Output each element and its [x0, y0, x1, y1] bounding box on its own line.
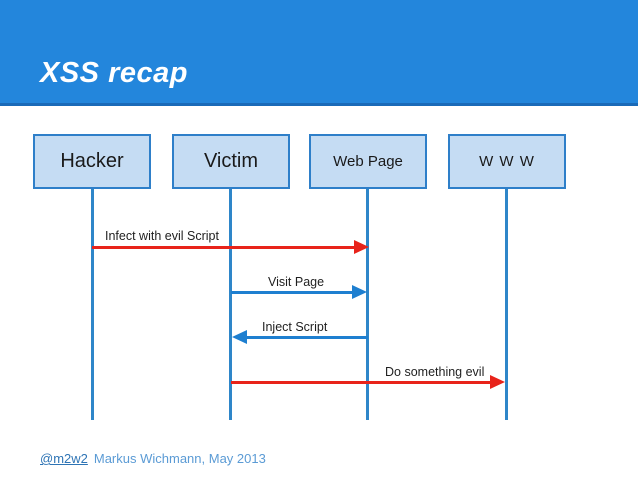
arrow-do-something-evil-head-right-icon	[490, 375, 505, 389]
message-label-inject-script: Inject Script	[262, 320, 328, 334]
lifeline-victim	[229, 189, 232, 420]
lifeline-hacker	[91, 189, 94, 420]
arrow-inject-script-line	[247, 336, 368, 339]
actor-box-victim: Victim	[172, 134, 290, 189]
actor-box-web-page: Web Page	[309, 134, 427, 189]
slide-header: XSS recap	[0, 0, 638, 106]
actor-label-victim: Victim	[203, 150, 259, 172]
lifeline-web-page	[366, 189, 369, 420]
actor-box-hacker: Hacker	[33, 134, 151, 189]
arrow-inject-script-head-left-icon	[232, 330, 247, 344]
actor-label-www: W W W	[479, 153, 535, 170]
arrow-visit-page-line	[231, 291, 352, 294]
footer-handle-link[interactable]: @m2w2	[40, 451, 88, 466]
footer: @m2w2 Markus Wichmann, May 2013	[40, 451, 266, 466]
message-label-visit-page: Visit Page	[268, 275, 325, 289]
slide-title: XSS recap	[40, 57, 188, 89]
actor-label-hacker: Hacker	[60, 150, 124, 172]
arrow-do-something-evil-line	[231, 381, 490, 384]
arrow-infect-head-right-icon	[354, 240, 369, 254]
actor-box-www: W W W	[448, 134, 566, 189]
actor-label-web-page: Web Page	[333, 153, 403, 170]
message-label-do-something-evil: Do something evil	[385, 365, 485, 379]
lifeline-www	[505, 189, 508, 420]
message-label-infect: Infect with evil Script	[105, 229, 219, 243]
arrow-infect-line	[92, 246, 354, 249]
arrow-visit-page-head-right-icon	[352, 285, 367, 299]
footer-credit: Markus Wichmann, May 2013	[93, 451, 266, 466]
